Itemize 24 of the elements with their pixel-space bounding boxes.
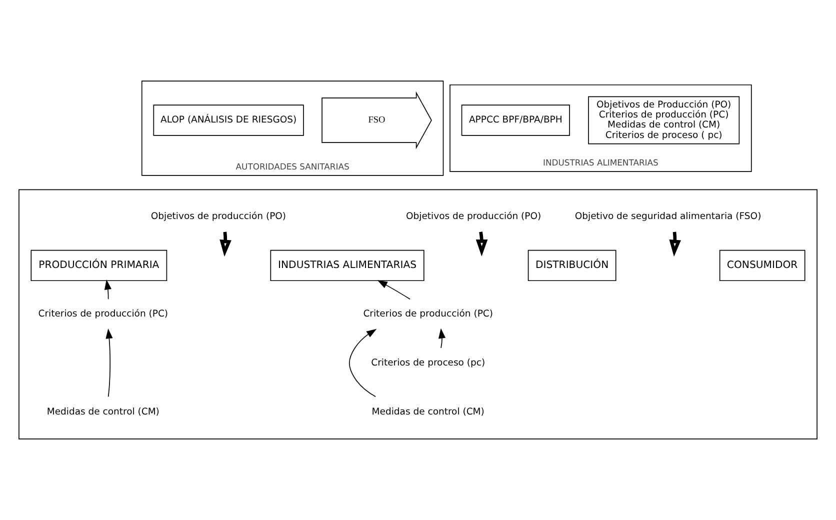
node-text: Criterios de proceso (pc) [371, 357, 486, 368]
arrow [669, 232, 681, 257]
arrow [377, 280, 410, 300]
node-text: Objetivo de seguridad alimentaria (FSO) [574, 211, 762, 222]
arrow [106, 328, 113, 398]
node-box: Objetivos de Producción (PO) Criterios de producción (PC) Medidas de control (CM) Criterios de proceso ( pc) [588, 96, 740, 144]
node-text: Criterios de producción (PC) [363, 308, 493, 320]
node-text: Objetivos de producción (PO) [150, 211, 286, 222]
cluster [18, 189, 818, 440]
node-box: PRODUCCIÓN PRIMARIA [30, 250, 168, 282]
node-box: ALOP (ANÁLISIS DE RIESGOS) [153, 104, 304, 136]
node-box: DISTRIBUCIÓN [528, 250, 616, 282]
node-box: APPCC BPF/BPA/BPH [461, 104, 570, 136]
arrow [104, 279, 112, 300]
arrow [220, 232, 232, 257]
node-box: INDUSTRIAS ALIMENTARIAS [270, 250, 424, 282]
node-box: CONSUMIDOR [719, 250, 806, 282]
node-text: Medidas de control (CM) [46, 406, 160, 418]
arrow [348, 328, 377, 398]
node-text: Medidas de control (CM) [372, 406, 484, 418]
node-text: Criterios de producción (PC) [38, 308, 168, 320]
arrow [476, 232, 488, 256]
node-text: Objetivos de producción (PO) [406, 211, 542, 222]
arrow [438, 328, 446, 348]
